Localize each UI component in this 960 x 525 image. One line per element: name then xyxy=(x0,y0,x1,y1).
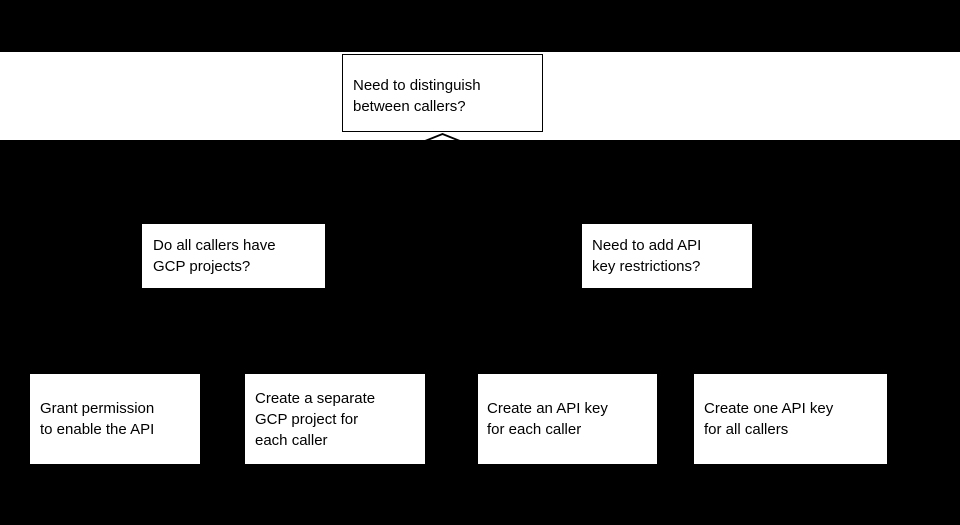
node-label: Do all callers have GCP projects? xyxy=(153,237,276,275)
node-label: Grant permission to enable the API xyxy=(40,400,155,438)
node-create-separate-gcp-project[interactable]: Create a separate GCP project for each c… xyxy=(245,374,425,464)
node-grant-permission-to-enable-api[interactable]: Grant permission to enable the API xyxy=(30,374,200,464)
node-need-to-distinguish-callers[interactable]: Need to distinguish between callers? xyxy=(342,54,543,132)
node-label: Need to distinguish between callers? xyxy=(353,77,481,115)
node-label: Create an API key for each caller xyxy=(487,400,608,438)
node-need-to-add-api-key-restrictions[interactable]: Need to add API key restrictions? xyxy=(582,224,752,288)
node-label: Need to add API key restrictions? xyxy=(592,237,702,275)
node-do-all-callers-have-gcp-projects[interactable]: Do all callers have GCP projects? xyxy=(142,224,325,288)
node-create-api-key-each-caller[interactable]: Create an API key for each caller xyxy=(478,374,657,464)
root-chevron-connector xyxy=(419,131,466,144)
node-label: Create one API key for all callers xyxy=(704,400,834,438)
node-create-one-api-key-all-callers[interactable]: Create one API key for all callers xyxy=(694,374,887,464)
chevron-down-icon xyxy=(419,133,466,144)
node-label: Create a separate GCP project for each c… xyxy=(255,389,376,449)
